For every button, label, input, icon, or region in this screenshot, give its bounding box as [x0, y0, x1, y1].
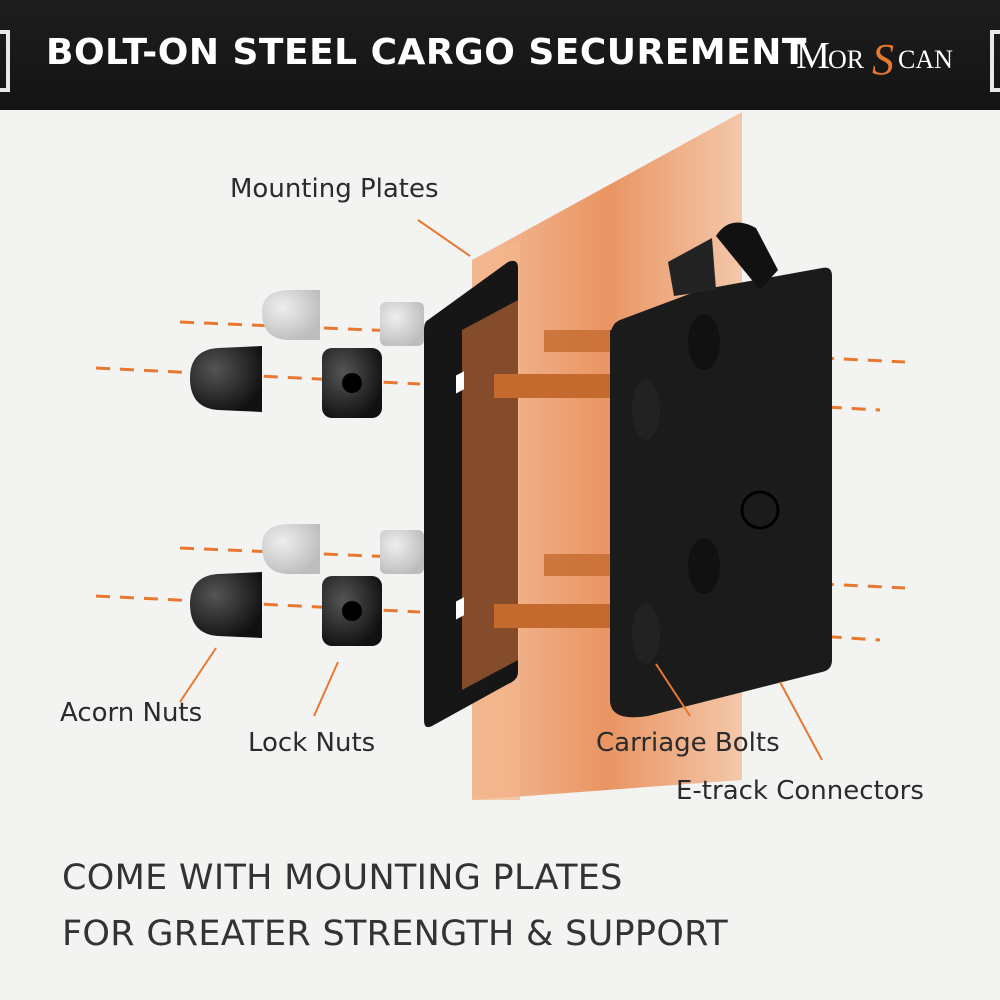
bracket-left-decoration: [0, 30, 10, 92]
label-etrack-connectors: E-track Connectors: [676, 776, 924, 806]
tagline-line-2: FOR GREATER STRENGTH & SUPPORT: [62, 914, 728, 954]
svg-text:OR: OR: [828, 45, 865, 74]
label-acorn-nuts: Acorn Nuts: [60, 698, 203, 728]
tagline-line-1: COME WITH MOUNTING PLATES: [62, 858, 623, 898]
header-banner: BOLT-ON STEEL CARGO SECUREMENT M OR S CA…: [0, 0, 1000, 110]
acorn-nuts: [190, 346, 262, 638]
lock-nuts: [322, 348, 382, 646]
svg-text:M: M: [796, 35, 830, 77]
etrack-connector: [610, 222, 832, 718]
leader-lines: [179, 219, 823, 761]
ghost-nuts: [262, 290, 424, 574]
hardware-exploded-diagram: [95, 112, 906, 800]
label-mounting-plates: Mounting Plates: [230, 174, 439, 204]
label-lock-nuts: Lock Nuts: [248, 728, 376, 758]
mounting-plate: [424, 260, 518, 728]
label-carriage-bolts: Carriage Bolts: [596, 728, 780, 758]
brand-logo: M OR S CAN: [796, 35, 953, 84]
svg-text:CAN: CAN: [898, 45, 953, 74]
bracket-right-decoration: [990, 30, 1000, 92]
banner-title: BOLT-ON STEEL CARGO SECUREMENT: [46, 32, 807, 73]
svg-text:S: S: [872, 35, 894, 84]
